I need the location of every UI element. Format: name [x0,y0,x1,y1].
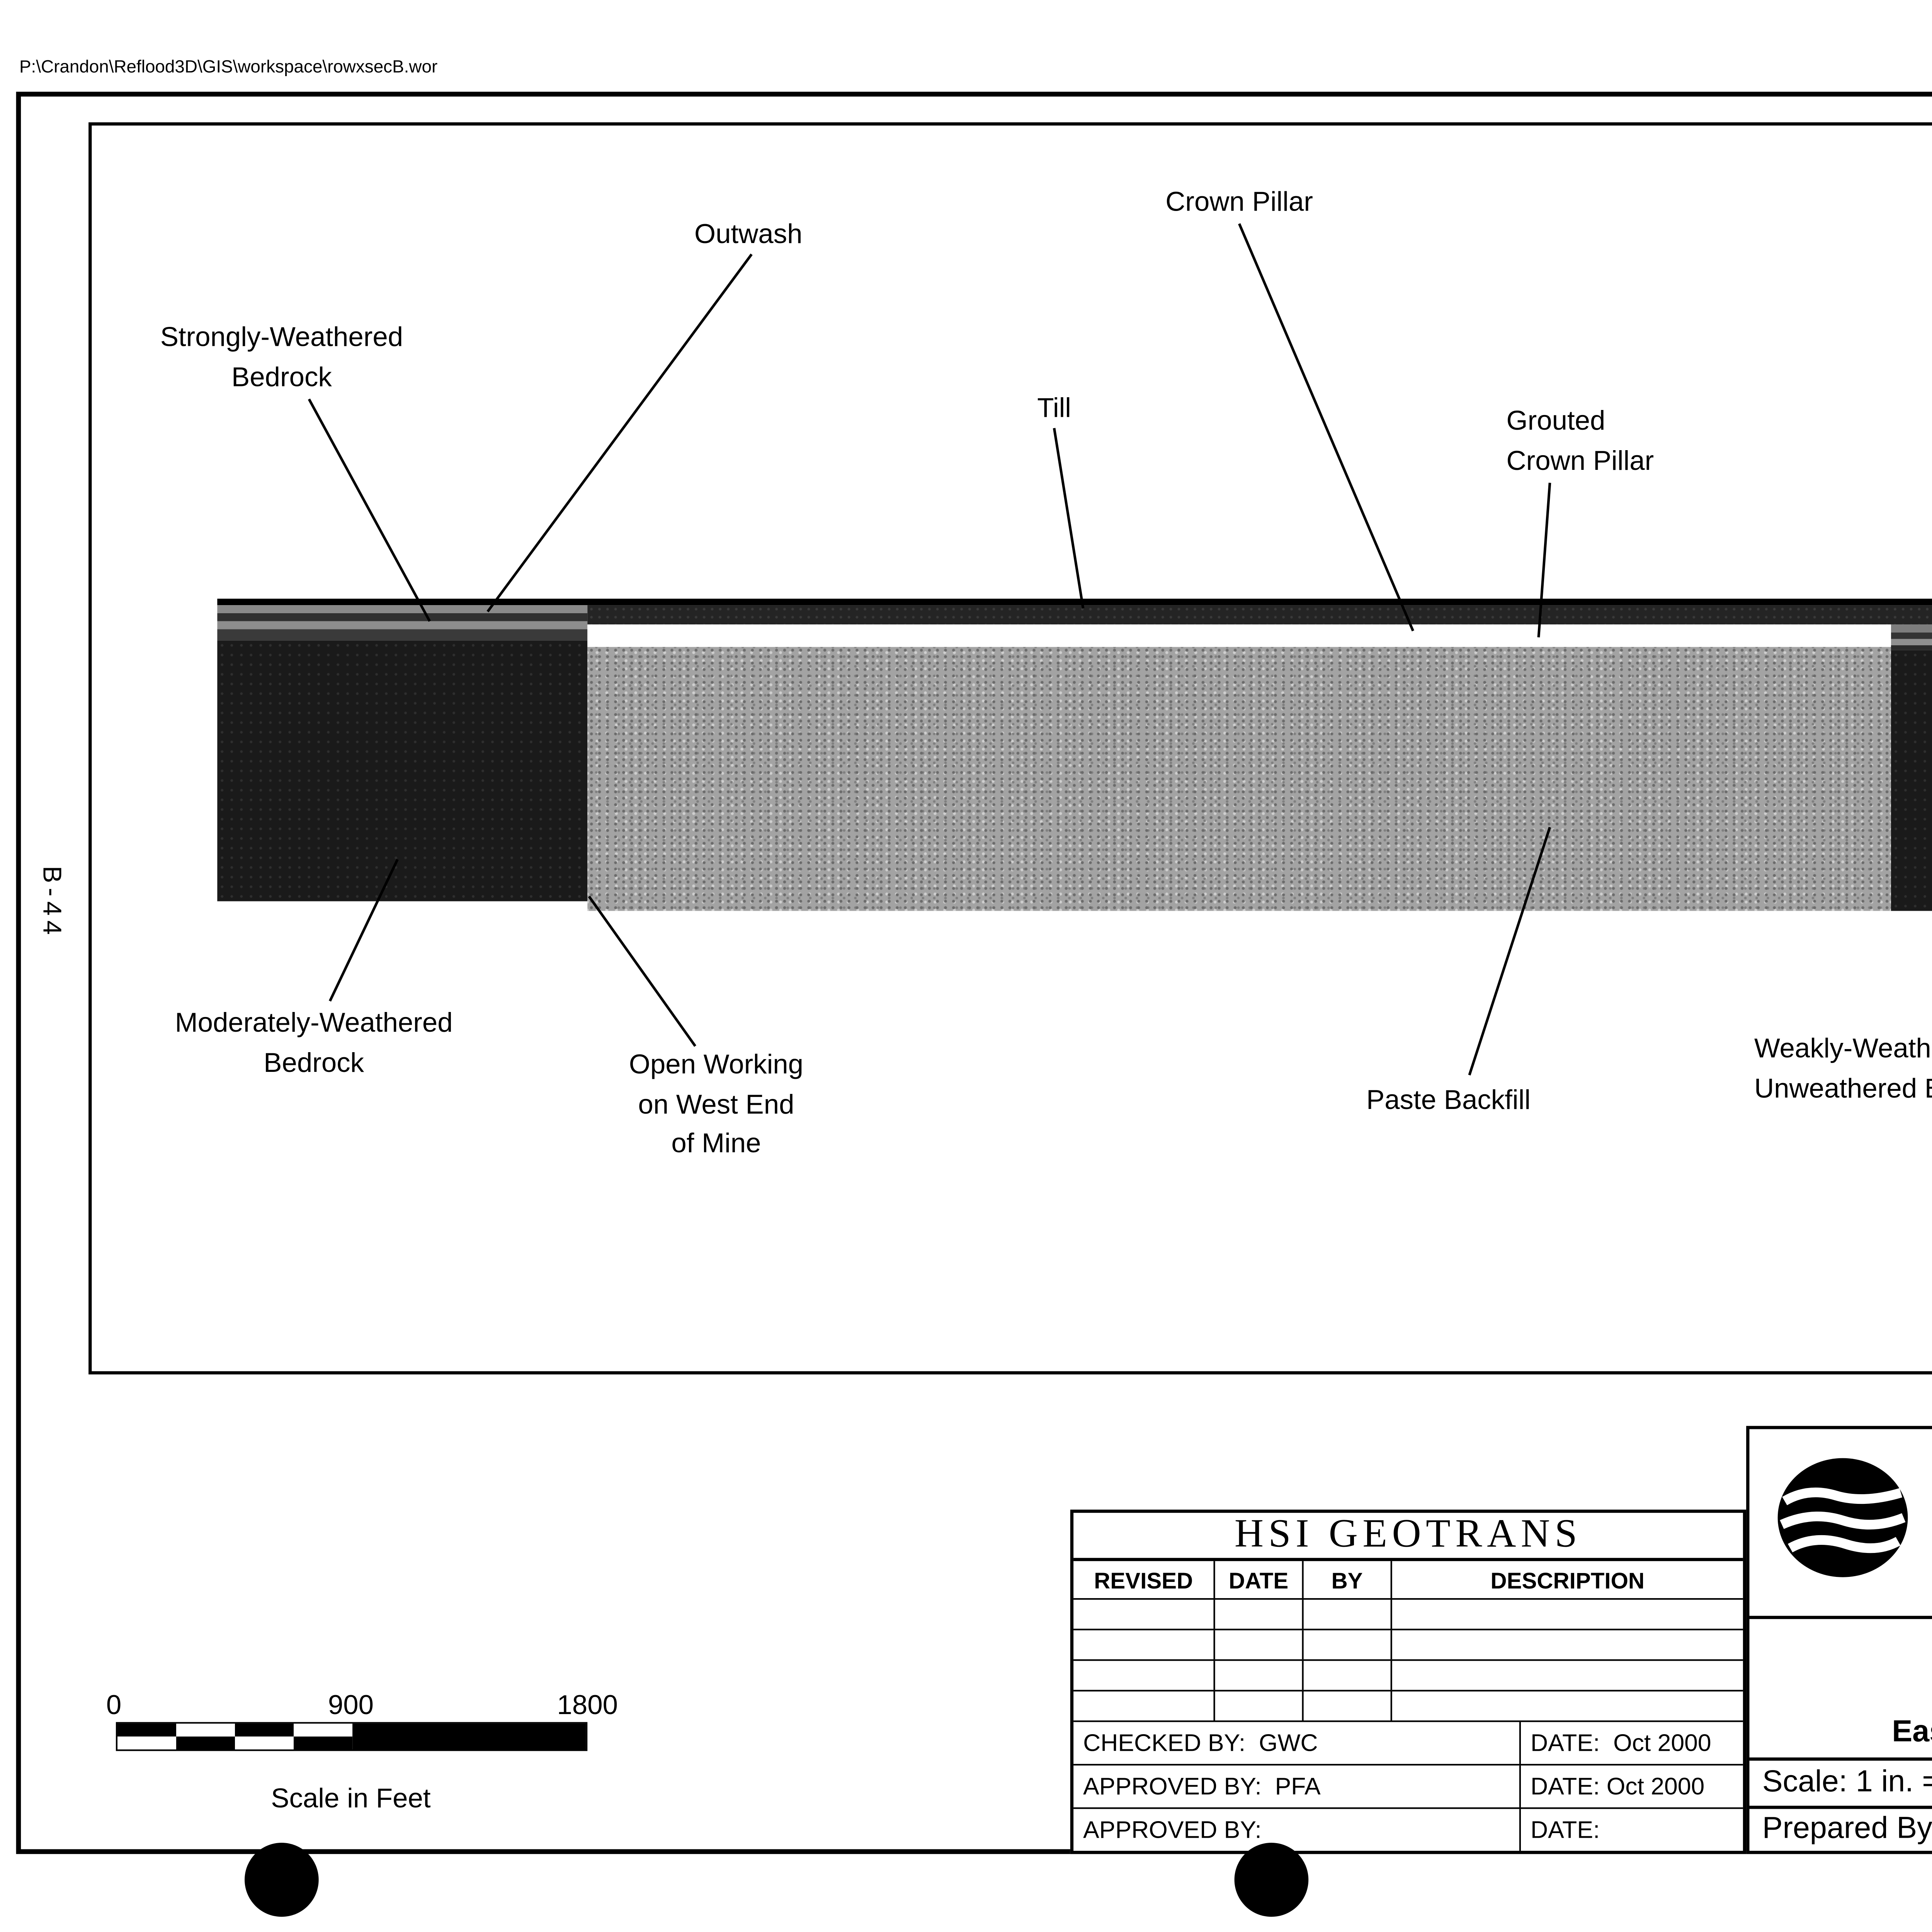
brand-area: Nicolet Minerals a Rio Algom company [1749,1429,1932,1616]
weakly-weathered-block [1891,650,1932,911]
brand-name: Nicolet Minerals [1930,1464,1932,1534]
outwash-layer [217,599,1932,605]
scale-tick-1800: 1800 [557,1690,618,1721]
diagram-frame [88,122,1932,1374]
scale-caption: Scale in Feet [271,1783,431,1814]
file-path: P:\Crandon\Reflood3D\GIS\workspace\rowxs… [19,58,438,77]
approved-date-2: DATE: [1531,1817,1600,1845]
label-strongly-weathered: Strongly-Weathered Bedrock [160,322,403,392]
punch-hole [1234,1843,1309,1917]
crown-pillar-gap [587,624,1891,647]
weathered-top-layer [1891,624,1932,650]
checked-by-row: CHECKED BY: GWC DATE: Oct 2000 [1073,1722,1743,1766]
approved-date-1: DATE: Oct 2000 [1531,1773,1705,1801]
scale-bar-solid [352,1723,586,1750]
label-crown-pillar: Crown Pillar [1165,187,1313,218]
prepared-by: Prepared By: HSI GeoTrans [1749,1809,1932,1851]
col-description: DESCRIPTION [1490,1566,1645,1593]
scale-tick-0: 0 [106,1690,122,1721]
paste-backfill-block [587,647,1891,911]
col-revised: REVISED [1073,1561,1215,1598]
approved-by-1: APPROVED BY: PFA [1073,1765,1521,1808]
nicolet-logo-icon [1777,1458,1908,1577]
east-bedrock-block [1891,624,1932,911]
revision-empty-row [1073,1661,1743,1692]
col-by: BY [1304,1561,1392,1598]
prepared-by-row: Prepared By: HSI GeoTrans By: LMG [1749,1806,1932,1851]
figure-scale: Scale: 1 in. = 900 ft. [1749,1761,1932,1806]
label-paste-backfill: Paste Backfill [1366,1085,1531,1116]
scale-date-row: Scale: 1 in. = 900 ft. Date: Oct 2000 [1749,1757,1932,1806]
label-moderately-weathered: Moderately-Weathered Bedrock [175,1007,453,1078]
label-grouted-crown-pillar: Grouted Crown Pillar [1506,405,1654,476]
approved-by-row-1: APPROVED BY: PFA DATE: Oct 2000 [1073,1765,1743,1809]
revision-empty-row [1073,1691,1743,1722]
west-bedrock-block [217,605,588,901]
revision-empty-row [1073,1600,1743,1631]
label-open-working: Open Working on West End of Mine [629,1049,804,1160]
checked-by: CHECKED BY: GWC [1073,1722,1521,1764]
col-date: DATE [1215,1561,1304,1598]
label-weakly-weathered: Weakly-Weathered and Unweathered Bedrock [1754,1033,1932,1104]
moderately-weathered-block [217,640,588,901]
company-name: HSI GEOTRANS [1073,1513,1743,1561]
till-layer [587,605,1932,625]
scale-tick-900: 900 [328,1690,374,1721]
figure-line2: East-West Cross-Section View [1892,1715,1932,1750]
strongly-weathered-layer [217,605,588,641]
punch-hole [245,1843,319,1917]
label-outwash: Outwash [694,219,803,250]
figure-number: Figure 7 [1749,1626,1932,1669]
scale-bar-checker [117,1723,353,1750]
revision-header-row: REVISED DATE BY DESCRIPTION [1073,1561,1743,1600]
figure-title: Figure 7 Hydrogeologic Units East-West C… [1749,1616,1932,1758]
scale-bar [116,1722,588,1751]
revision-table: HSI GEOTRANS REVISED DATE BY DESCRIPTION… [1070,1509,1747,1854]
label-till: Till [1037,393,1071,423]
checked-date: DATE: Oct 2000 [1531,1730,1711,1758]
revision-empty-row [1073,1630,1743,1661]
approved-by-row-2: APPROVED BY: DATE: [1073,1809,1743,1851]
title-block: Nicolet Minerals a Rio Algom company Fig… [1746,1426,1932,1854]
figure-line1: Hydrogeologic Units [1749,1669,1932,1712]
section-line-label: B-44 [37,866,65,940]
approved-by-2: APPROVED BY: [1073,1809,1521,1851]
